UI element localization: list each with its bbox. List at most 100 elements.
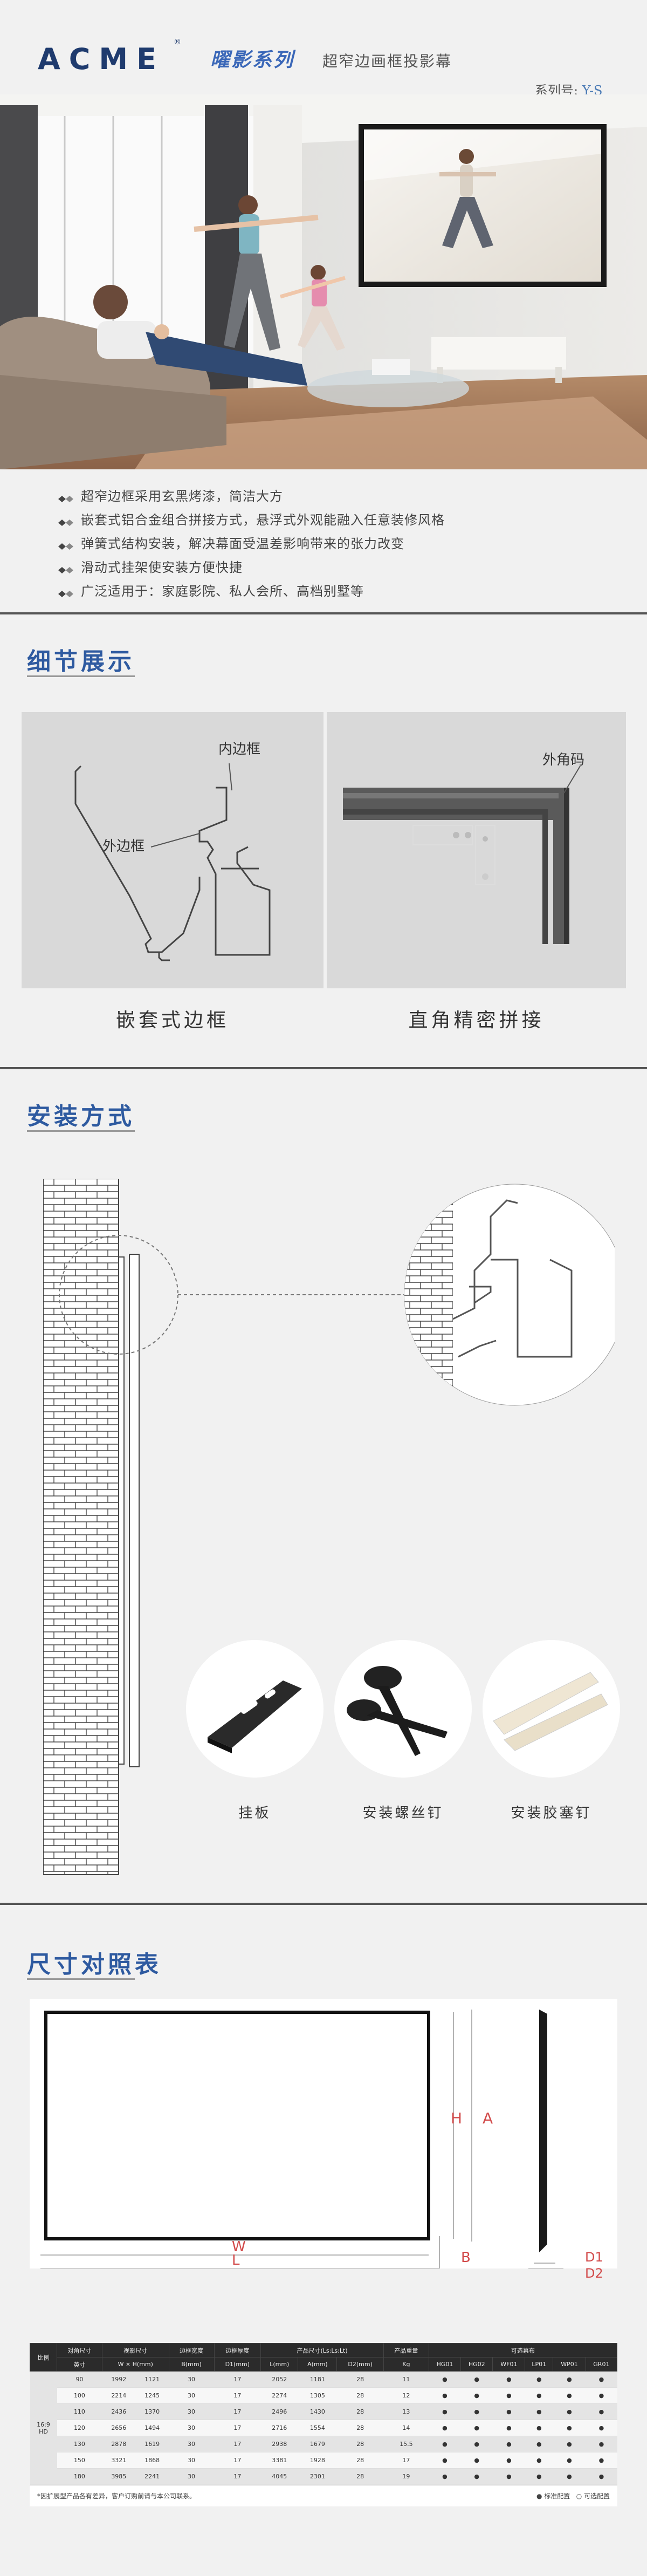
table-cell: 2436 xyxy=(102,2403,136,2420)
table-cell: ● xyxy=(460,2452,493,2469)
table-cell: 2241 xyxy=(135,2468,169,2485)
table-cell: ● xyxy=(553,2436,586,2452)
label-anchors: 安装胶塞钉 xyxy=(511,1805,592,1821)
table-legend: ● 标准配置 ○ 可选配置 xyxy=(536,2491,610,2500)
th-sub: D1(mm) xyxy=(214,2357,261,2372)
label-inner-frame: 内边框 xyxy=(218,741,261,757)
product-name: 超窄边画框投影幕 xyxy=(322,52,452,70)
install-diagram xyxy=(43,1178,626,1880)
table-cell: ● xyxy=(586,2371,617,2388)
table-cell: 30 xyxy=(169,2468,214,2485)
table-cell: 2301 xyxy=(298,2468,337,2485)
table-cell: ● xyxy=(553,2468,586,2485)
table-cell: ● xyxy=(525,2436,553,2452)
table-cell: 17 xyxy=(383,2452,429,2469)
th-sub: B(mm) xyxy=(168,2357,215,2372)
th-weight: 产品重量 xyxy=(383,2343,429,2358)
th-fabric-code: GR01 xyxy=(585,2357,618,2372)
table-cell: ● xyxy=(586,2436,617,2452)
table-cell: 1370 xyxy=(135,2403,169,2420)
label-outer-frame: 外边框 xyxy=(102,838,145,855)
table-cell: 150 xyxy=(57,2452,102,2469)
th-diag: 对角尺寸 xyxy=(57,2343,102,2358)
th-fabric-code: HG02 xyxy=(460,2357,493,2372)
table-cell: 1305 xyxy=(298,2387,337,2404)
frame-profile-drawing xyxy=(74,763,271,961)
table-cell: 28 xyxy=(336,2420,384,2436)
th-ratio: 比例 xyxy=(30,2343,57,2372)
table-cell: ● xyxy=(460,2371,493,2388)
nested-frame-panel: 内边框 外边框 xyxy=(22,712,324,988)
table-cell: ● xyxy=(586,2420,617,2436)
install-title: 安装方式 xyxy=(27,1103,135,1130)
hero-image xyxy=(0,94,647,469)
table-cell: ● xyxy=(460,2420,493,2436)
feature-list: 超窄边框采用玄黑烤漆，简洁大方 嵌套式铝合金组合拼接方式，悬浮式外观能融入任意装… xyxy=(58,483,597,602)
table-cell: ● xyxy=(553,2371,586,2388)
label-H: H xyxy=(451,2109,463,2127)
table-cell: 1928 xyxy=(298,2452,337,2469)
table-cell: ● xyxy=(429,2387,461,2404)
table-cell: ● xyxy=(525,2420,553,2436)
th-fabric-code: LP01 xyxy=(525,2357,554,2372)
table-cell: 28 xyxy=(336,2468,384,2485)
table-cell: 3985 xyxy=(102,2468,136,2485)
table-cell: 2214 xyxy=(102,2387,136,2404)
table-cell: 1494 xyxy=(135,2420,169,2436)
table-cell: ● xyxy=(586,2452,617,2469)
dimension-drawing xyxy=(40,2010,563,2269)
corner-joint-drawing xyxy=(343,766,581,944)
table-cell: 15.5 xyxy=(383,2436,429,2452)
header xyxy=(0,0,647,94)
hanger-plate-icon xyxy=(208,1680,302,1753)
table-cell: ● xyxy=(492,2403,525,2420)
table-cell: 17 xyxy=(214,2452,261,2469)
table-cell: 120 xyxy=(57,2420,102,2436)
th-sub: L(mm) xyxy=(260,2357,299,2372)
table-cell: 30 xyxy=(169,2452,214,2469)
th-fabric-code: WF01 xyxy=(492,2357,526,2372)
th-product: 产品尺寸(Ls:Ls:Lt) xyxy=(260,2343,384,2358)
title-underline xyxy=(27,1978,135,1980)
dimension-diagram: H A W L B D1 D2 xyxy=(30,1999,617,2281)
table-footer: *因扩展型产品各有差异，客户订购前请与本公司联系。 ● 标准配置 ○ 可选配置 xyxy=(30,2485,617,2506)
table-cell: ● xyxy=(492,2436,525,2452)
table-cell: 17 xyxy=(214,2420,261,2436)
table-cell: ● xyxy=(429,2403,461,2420)
caption-nested-frame: 嵌套式边框 xyxy=(115,1009,229,1031)
label-B: B xyxy=(461,2250,471,2266)
size-title: 尺寸对照表 xyxy=(27,1951,162,1978)
table-cell: 4045 xyxy=(260,2468,298,2485)
table-cell: 1181 xyxy=(298,2371,337,2388)
legend-optional: ○ 可选配置 xyxy=(576,2492,610,2500)
registered-mark: ® xyxy=(174,38,181,46)
table-cell: 180 xyxy=(57,2468,102,2485)
table-cell: 1679 xyxy=(298,2436,337,2452)
screws-image xyxy=(334,1640,472,1778)
table-cell: ● xyxy=(429,2452,461,2469)
section-divider xyxy=(0,1067,647,1069)
hanger-plate-image xyxy=(186,1640,324,1778)
label-hanger-plate: 挂板 xyxy=(238,1805,271,1821)
table-footnote: *因扩展型产品各有差异，客户订购前请与本公司联系。 xyxy=(37,2492,196,2500)
table-cell: 1121 xyxy=(135,2371,169,2388)
feature-item: 超窄边框采用玄黑烤漆，简洁大方 xyxy=(58,483,597,507)
th-sub: 英寸 xyxy=(57,2357,102,2372)
table-cell: ● xyxy=(553,2403,586,2420)
label-A: A xyxy=(483,2109,493,2127)
th-frame-t: 边框厚度 xyxy=(214,2343,261,2358)
table-cell: 1245 xyxy=(135,2387,169,2404)
table-cell: 13 xyxy=(383,2403,429,2420)
th-sub: A(mm) xyxy=(298,2357,338,2372)
feature-text: 滑动式挂架使安装方便快捷 xyxy=(81,559,243,575)
table-cell: 14 xyxy=(383,2420,429,2436)
table-cell: 17 xyxy=(214,2387,261,2404)
th-sub: D2(mm) xyxy=(336,2357,384,2372)
table-cell: 110 xyxy=(57,2403,102,2420)
table-cell: 30 xyxy=(169,2420,214,2436)
